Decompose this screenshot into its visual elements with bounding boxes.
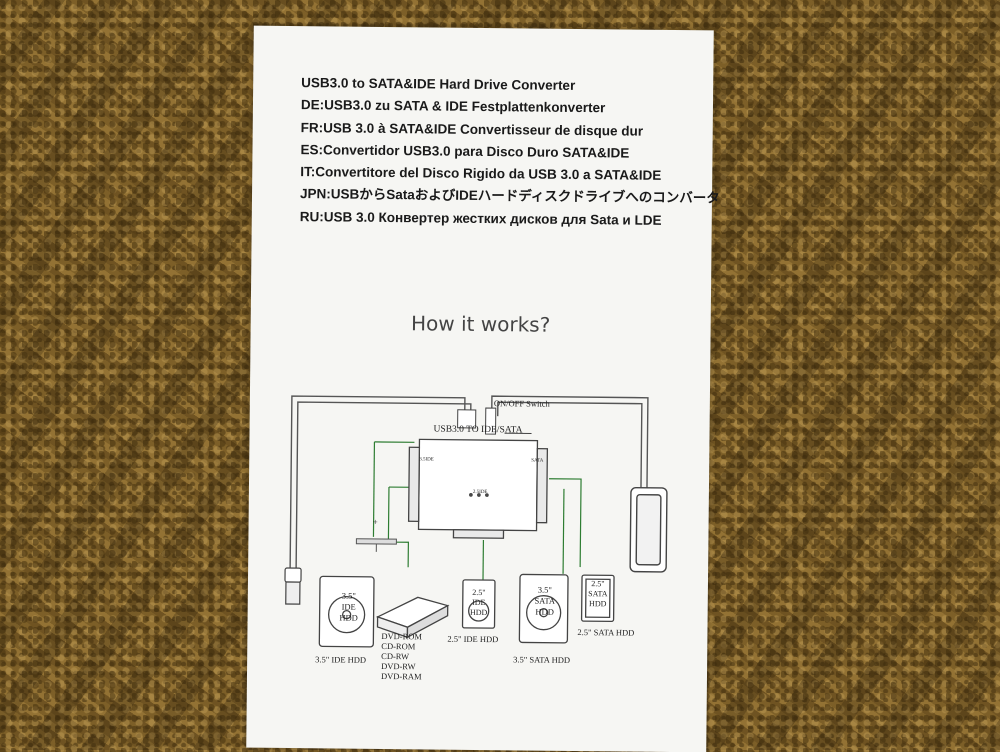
hdd-25-ide-caption: 2.5" IDE HDD — [447, 634, 498, 645]
hdd-35-ide-caption: 3.5" IDE HDD — [315, 654, 366, 665]
hdd-25-sata-caption: 2.5" SATA HDD — [577, 627, 634, 638]
power-adapter-icon — [630, 488, 667, 572]
title-ru: RU:USB 3.0 Конвертер жестких дисков для … — [300, 206, 710, 233]
converter-box-icon — [408, 439, 547, 538]
hdd-35-sata-caption: 3.5" SATA HDD — [513, 654, 570, 665]
port-sata-label: SATA — [531, 459, 543, 464]
port-35ide-label: 3.5IDE — [419, 457, 434, 462]
usb-plug-icon — [285, 568, 301, 604]
port-25ide-label: 2.5IDE — [473, 490, 488, 495]
plus-label: + — [373, 517, 378, 527]
section-title: How it works? — [251, 310, 711, 339]
converter-label: USB3.0 TO IDE/SATA — [434, 425, 523, 436]
title-block: USB3.0 to SATA&IDE Hard Drive Converter … — [300, 72, 712, 232]
switch-label: ON/OFF Switch — [494, 398, 550, 409]
connection-diagram — [246, 346, 710, 731]
power-splitter-icon — [356, 539, 396, 552]
instruction-sheet: USB3.0 to SATA&IDE Hard Drive Converter … — [246, 26, 714, 752]
